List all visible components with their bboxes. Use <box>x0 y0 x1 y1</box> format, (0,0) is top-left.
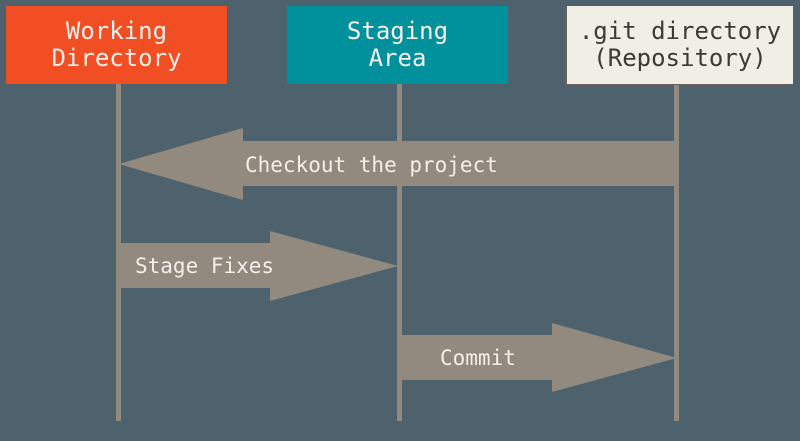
staging-area-box-label: Staging Area <box>346 17 449 72</box>
stage-fixes-arrow <box>119 231 398 301</box>
stage-fixes-arrow-label: Stage Fixes <box>135 254 275 278</box>
staging-area-lifeline <box>397 84 402 421</box>
git-directory-lifeline <box>674 84 679 421</box>
checkout-arrow <box>119 128 677 200</box>
git-directory-box-label: .git directory (Repository) <box>578 17 782 72</box>
staging-area-box: Staging Area <box>287 6 508 84</box>
commit-arrow-label: Commit <box>440 346 516 370</box>
checkout-arrow-label: Checkout the project <box>245 153 498 177</box>
working-directory-box: Working Directory <box>6 6 227 84</box>
commit-arrow <box>400 323 677 392</box>
working-directory-box-label: Working Directory <box>51 17 182 72</box>
working-directory-lifeline <box>116 84 121 421</box>
git-directory-box: .git directory (Repository) <box>567 6 793 84</box>
